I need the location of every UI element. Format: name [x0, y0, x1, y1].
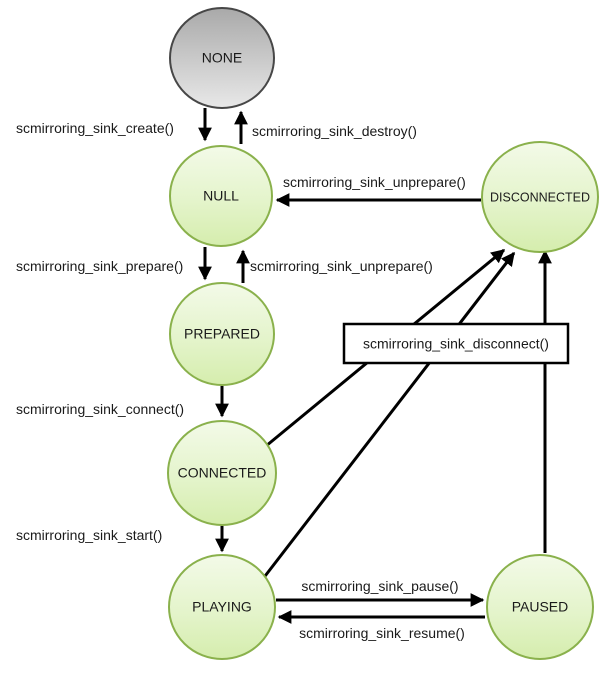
transition-label-prepare: scmirroring_sink_prepare() — [16, 258, 183, 274]
state-paused-label: PAUSED — [512, 599, 569, 615]
transition-label-pause: scmirroring_sink_pause() — [301, 578, 458, 594]
state-prepared-label: PREPARED — [184, 326, 260, 342]
transition-label-destroy: scmirroring_sink_destroy() — [252, 123, 417, 139]
state-null-label: NULL — [203, 188, 239, 204]
state-none-label: NONE — [202, 50, 242, 66]
transition-label-connect: scmirroring_sink_connect() — [16, 401, 184, 417]
transition-label-disconnect: scmirroring_sink_disconnect() — [363, 336, 549, 352]
transition-label-unprepare-from-disconnected: scmirroring_sink_unprepare() — [283, 174, 466, 190]
state-disconnected-label: DISCONNECTED — [490, 190, 590, 204]
transition-label-unprepare-from-prepared: scmirroring_sink_unprepare() — [250, 258, 433, 274]
transition-label-resume: scmirroring_sink_resume() — [299, 625, 465, 641]
state-connected-circle — [167, 420, 277, 526]
transition-label-create: scmirroring_sink_create() — [16, 120, 174, 136]
state-prepared-circle — [169, 282, 275, 386]
state-paused-circle — [486, 554, 594, 660]
arrow-playing-to-disconnected — [260, 251, 516, 581]
state-disconnected-circle — [481, 141, 599, 253]
state-playing-circle — [168, 554, 276, 660]
disconnect-box — [342, 322, 570, 365]
state-playing-label: PLAYING — [192, 599, 252, 615]
transition-label-start: scmirroring_sink_start() — [16, 527, 162, 543]
state-none-circle — [169, 7, 275, 109]
state-null-circle — [169, 145, 273, 247]
state-connected-label: CONNECTED — [178, 465, 267, 481]
